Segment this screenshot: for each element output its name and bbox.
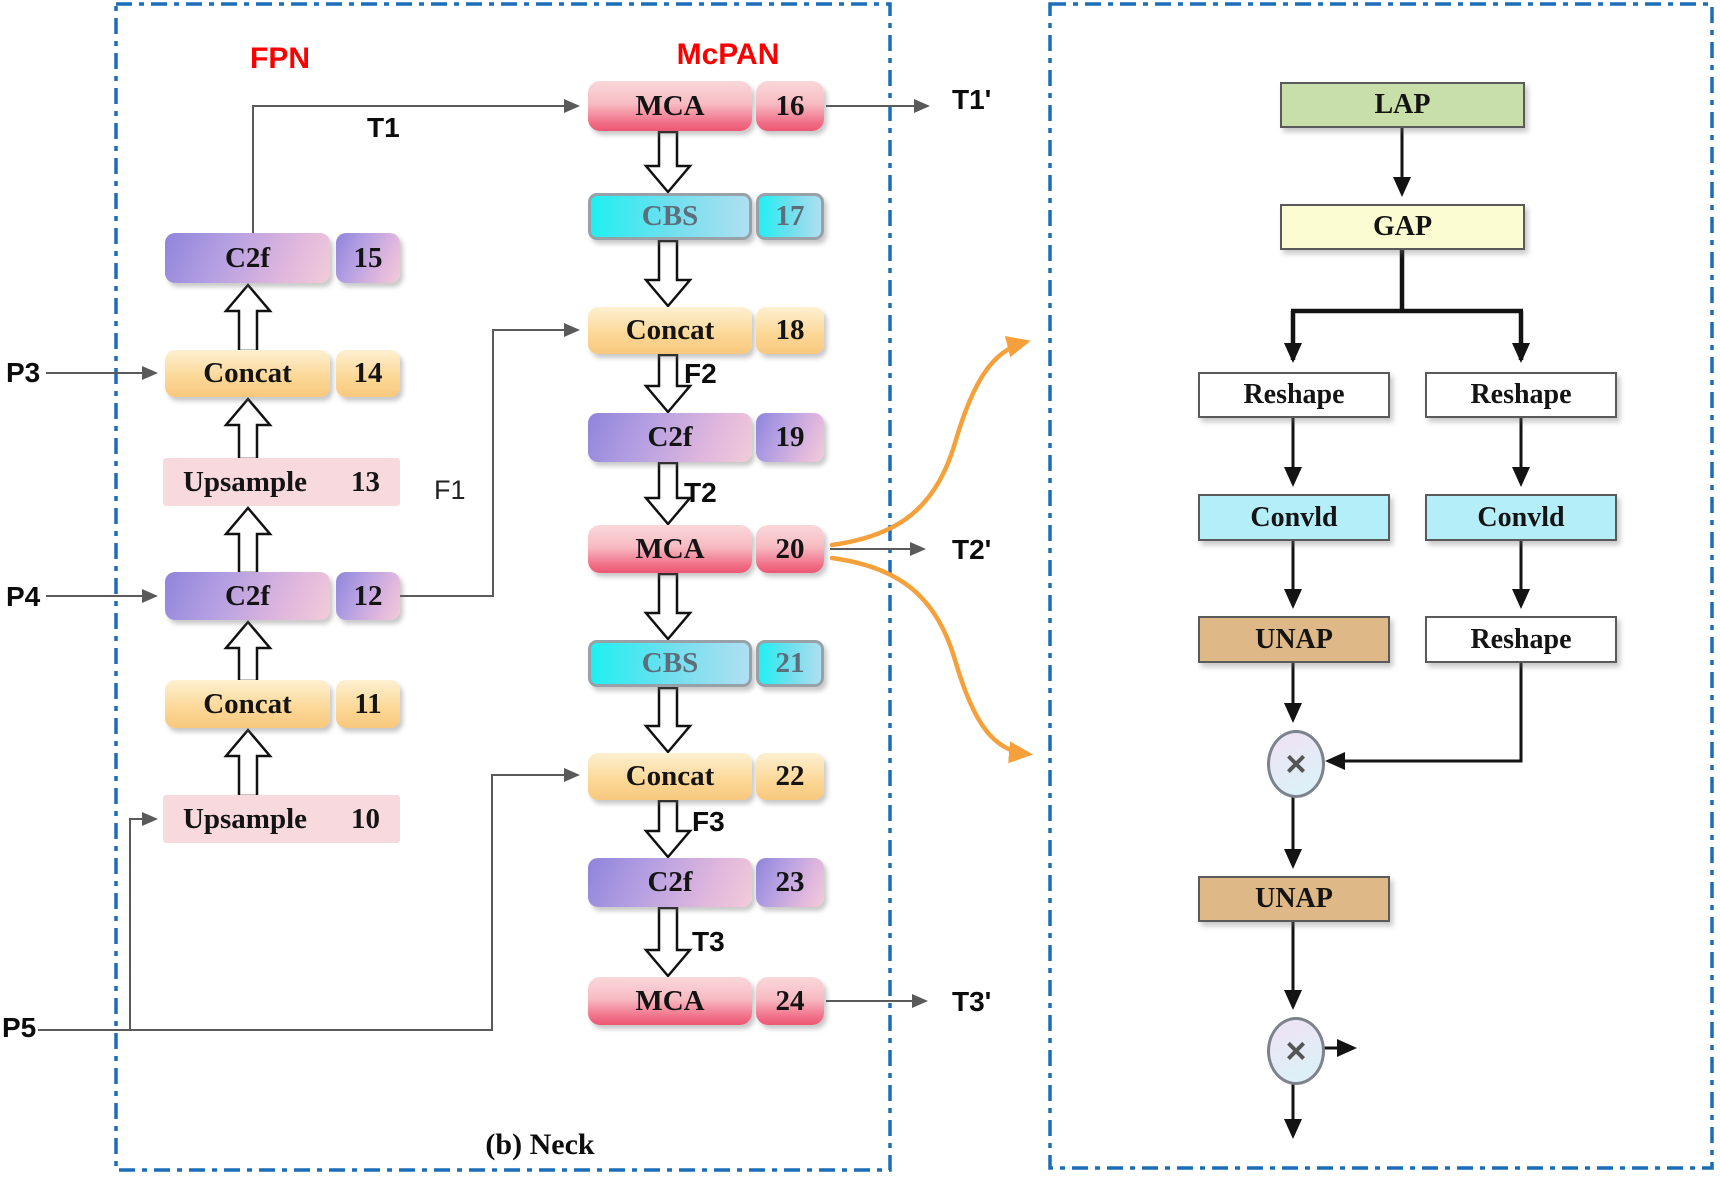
node-c2f-15: C2f bbox=[165, 233, 330, 283]
badge-c2f-12: 12 bbox=[336, 572, 400, 620]
badge-mca-16: 16 bbox=[756, 81, 824, 131]
neck-panel-border bbox=[114, 2, 892, 1172]
mca-detail-panel-border bbox=[1048, 2, 1714, 1170]
input-p3: P3 bbox=[6, 357, 41, 388]
multiply-node-1: × bbox=[1267, 730, 1325, 798]
detail-convld-left: Convld bbox=[1198, 494, 1390, 541]
fpn-flow-arrows bbox=[223, 283, 273, 798]
detail-convld-right: Convld bbox=[1425, 494, 1617, 541]
edge-label-t2: T2 bbox=[684, 477, 717, 508]
mca-detail-link-arrows bbox=[829, 335, 1033, 764]
output-t2-prime: T2' bbox=[952, 534, 992, 565]
node-concat-18: Concat bbox=[588, 307, 752, 354]
input-p5: P5 bbox=[2, 1012, 37, 1043]
badge-concat-22: 22 bbox=[756, 753, 824, 800]
node-concat-22: Concat bbox=[588, 753, 752, 800]
node-c2f-19: C2f bbox=[588, 413, 752, 462]
mcpan-heading: McPAN bbox=[676, 38, 780, 71]
detail-lap: LAP bbox=[1280, 82, 1525, 128]
detail-connector-wires bbox=[1284, 128, 1530, 1139]
badge-c2f-23: 23 bbox=[756, 858, 824, 907]
badge-concat-11: 11 bbox=[336, 680, 400, 728]
detail-reshape-left: Reshape bbox=[1198, 372, 1390, 418]
badge-concat-14: 14 bbox=[336, 350, 400, 397]
node-mca-20: MCA bbox=[588, 525, 752, 573]
output-t3-prime: T3' bbox=[952, 986, 992, 1017]
node-cbs-21: CBS bbox=[588, 640, 752, 687]
badge-concat-18: 18 bbox=[756, 307, 824, 354]
multiply-icon: × bbox=[1285, 1030, 1307, 1071]
input-p4: P4 bbox=[6, 581, 41, 612]
edge-label-f1: F1 bbox=[434, 475, 466, 505]
gray-connector-wires bbox=[38, 99, 930, 1031]
badge-cbs-17: 17 bbox=[756, 193, 824, 240]
edge-label-t3: T3 bbox=[692, 926, 725, 957]
badge-cbs-21: 21 bbox=[756, 640, 824, 687]
detail-reshape-right: Reshape bbox=[1425, 372, 1617, 418]
badge-c2f-15: 15 bbox=[336, 233, 400, 283]
node-c2f-23: C2f bbox=[588, 858, 752, 907]
detail-unap-bottom: UNAP bbox=[1198, 876, 1390, 922]
mcpan-flow-arrows bbox=[643, 130, 693, 978]
detail-reshape-right-2: Reshape bbox=[1425, 616, 1617, 663]
output-t1-prime: T1' bbox=[952, 84, 992, 115]
badge-c2f-19: 19 bbox=[756, 413, 824, 462]
edge-label-f3: F3 bbox=[692, 806, 725, 837]
badge-mca-20: 20 bbox=[756, 525, 824, 573]
detail-gap: GAP bbox=[1280, 204, 1525, 250]
multiply-icon: × bbox=[1285, 743, 1307, 784]
edge-label-f2: F2 bbox=[684, 358, 717, 389]
node-c2f-12: C2f bbox=[165, 572, 330, 620]
node-cbs-17: CBS bbox=[588, 193, 752, 240]
node-concat-11: Concat bbox=[165, 680, 330, 728]
node-mca-16: MCA bbox=[588, 81, 752, 131]
node-concat-14: Concat bbox=[165, 350, 330, 397]
fpn-heading: FPN bbox=[250, 42, 310, 75]
badge-mca-24: 24 bbox=[756, 977, 824, 1025]
detail-unap-left: UNAP bbox=[1198, 616, 1390, 663]
panel-caption: (b) Neck bbox=[485, 1128, 595, 1161]
node-mca-24: MCA bbox=[588, 977, 752, 1025]
multiply-node-2: × bbox=[1267, 1017, 1325, 1085]
edge-label-t1: T1 bbox=[367, 112, 400, 143]
